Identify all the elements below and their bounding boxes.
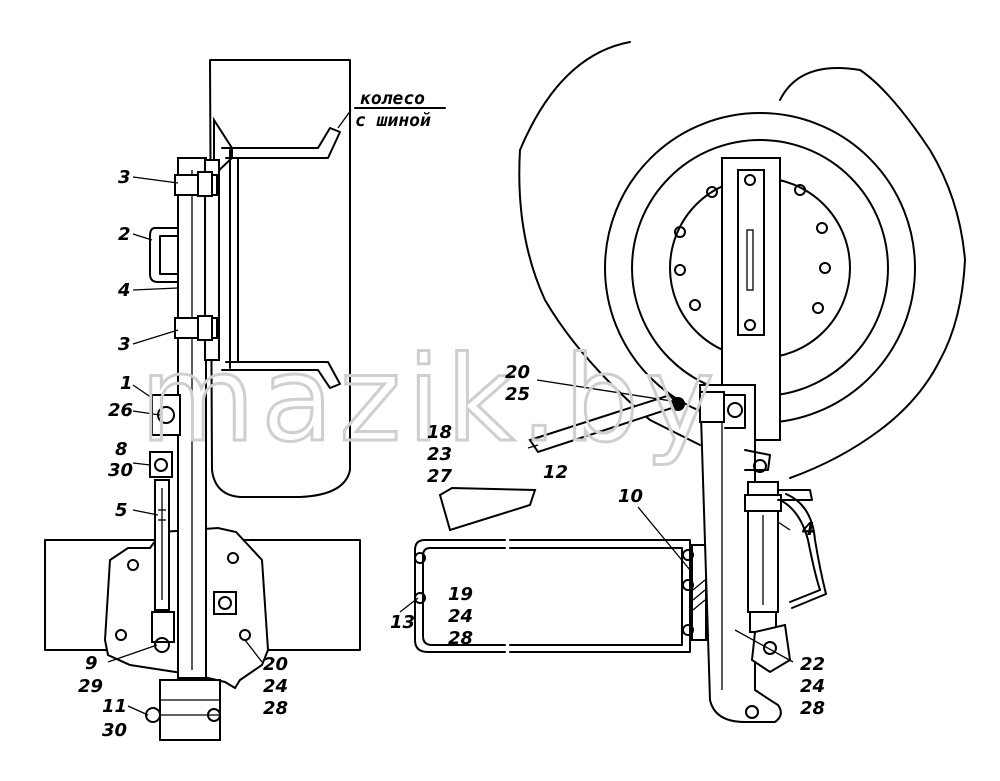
stud: [794, 184, 806, 196]
lock-bracket: [699, 391, 725, 423]
tire-outline: [518, 41, 966, 479]
callout-label: 28: [263, 698, 288, 719]
bolt: [682, 549, 694, 561]
plate-hole: [227, 552, 239, 564]
callout-label: 22: [800, 654, 825, 675]
right-view: [518, 41, 966, 723]
callout-label: 1: [120, 373, 133, 394]
stud: [812, 302, 824, 314]
left-view: [44, 59, 361, 741]
callout-label: 8: [115, 439, 128, 460]
callouts: 3 2 4 3 1 26 8 30 5 9 29 11 30 20 24 28 …: [78, 167, 825, 741]
caption-with-tire: с шиной: [355, 110, 431, 131]
callout-label: 4: [801, 519, 815, 540]
callout-label: 9: [85, 653, 98, 674]
stud: [816, 222, 828, 234]
frame-channel-right: [509, 539, 691, 653]
callout-label: 23: [427, 444, 452, 465]
plate-hole: [115, 629, 127, 641]
callout-label: 26: [108, 400, 133, 421]
stud: [706, 186, 718, 198]
stud: [689, 299, 701, 311]
callout-label: 13: [390, 612, 415, 633]
callout-label: 28: [448, 628, 473, 649]
callout-label: 5: [115, 500, 128, 521]
pivot-pin: [671, 397, 685, 411]
strut: [149, 451, 175, 653]
bolt: [207, 708, 221, 722]
callout-label: 24: [800, 676, 825, 697]
callout-label: 24: [263, 676, 288, 697]
callout-label: 27: [427, 466, 453, 487]
caption-wheel: колесо: [360, 88, 425, 109]
callout-label: 10: [618, 486, 643, 507]
stud: [819, 262, 831, 274]
carrier-arm: [698, 157, 782, 723]
callout-label: 12: [543, 462, 568, 483]
nut: [213, 591, 237, 615]
callout-label: 20: [505, 362, 530, 383]
leader-lines: [107, 107, 794, 716]
bolt: [414, 592, 426, 604]
bolt: [682, 624, 694, 636]
callout-label: 28: [800, 698, 825, 719]
callout-label: 19: [448, 584, 473, 605]
handle: [149, 227, 179, 283]
middle-view: [414, 486, 707, 653]
carrier-beam: [174, 157, 220, 679]
callout-label: 30: [108, 460, 133, 481]
callout-label: 25: [505, 384, 530, 405]
plate-hole: [127, 559, 139, 571]
callout-label: 11: [102, 696, 127, 717]
mounting-bracket: [691, 544, 707, 641]
callout-label: 24: [448, 606, 473, 627]
bolt: [682, 579, 694, 591]
callout-label: 2: [118, 224, 131, 245]
callout-label: 18: [427, 422, 452, 443]
callout-label: 29: [78, 676, 103, 697]
callout-label: 20: [263, 654, 288, 675]
callout-label: 3: [118, 167, 131, 188]
callout-label: 4: [117, 280, 131, 301]
watermark: mazik.by: [140, 330, 721, 468]
callout-label: 30: [102, 720, 127, 741]
bolt: [414, 552, 426, 564]
bolt: [145, 707, 161, 723]
cylinder: [744, 481, 827, 674]
callout-label: 3: [118, 334, 131, 355]
stud: [674, 264, 686, 276]
stud: [674, 226, 686, 238]
lever-bracket: [438, 486, 537, 532]
